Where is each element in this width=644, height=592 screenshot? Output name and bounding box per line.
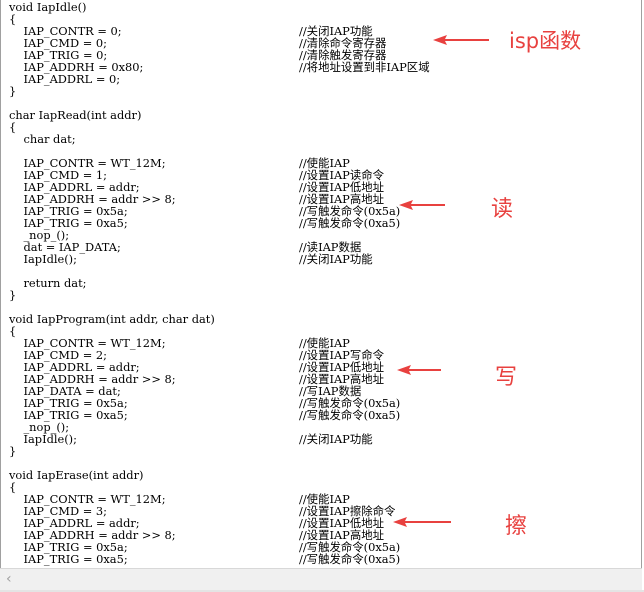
- code-statement: IAP_ADDRH = 0x80;: [9, 60, 144, 74]
- code-comment: //设置IAP高地址: [299, 192, 385, 206]
- code-statement: {: [9, 324, 17, 338]
- arrow-read-icon: [397, 199, 447, 211]
- code-statement: dat = IAP_DATA;: [9, 240, 121, 254]
- code-statement: }: [9, 288, 17, 302]
- arrow-idle-icon: [431, 34, 491, 46]
- code-statement: IAP_TRIG = 0x5a;: [9, 204, 128, 218]
- code-comment: //设置IAP低地址: [299, 180, 385, 194]
- code-statement: IAP_CMD = 2;: [9, 348, 107, 362]
- code-statement: }: [9, 444, 17, 458]
- code-comment: //设置IAP低地址: [299, 360, 385, 374]
- code-statement: IAP_TRIG = 0x5a;: [9, 396, 128, 410]
- code-comment: //清除触发寄存器: [299, 48, 387, 62]
- code-comment: //将地址设置到非IAP区域: [299, 60, 430, 74]
- arrow-write-icon: [395, 364, 443, 376]
- annotation-isp-functions: isp函数: [509, 29, 582, 53]
- code-comment: //设置IAP低地址: [299, 516, 385, 530]
- code-statement: char IapRead(int addr): [9, 108, 142, 122]
- code-statement: IAP_DATA = dat;: [9, 384, 121, 398]
- code-statement: IAP_ADDRL = addr;: [9, 180, 140, 194]
- code-statement: void IapProgram(int addr, char dat): [9, 312, 215, 326]
- code-statement: IAP_ADDRH = addr >> 8;: [9, 528, 176, 542]
- code-comment: //写触发命令(0xa5): [299, 408, 401, 422]
- scroll-left-arrow-icon[interactable]: ‹: [6, 571, 12, 587]
- code-statement: IAP_ADDRL = 0;: [9, 72, 121, 86]
- code-comment: //使能IAP: [299, 336, 350, 350]
- code-statement: _nop_();: [9, 228, 70, 242]
- code-comment: //设置IAP高地址: [299, 528, 385, 542]
- code-comment: //读IAP数据: [299, 240, 362, 254]
- code-statement: IAP_ADDRL = addr;: [9, 360, 140, 374]
- code-comment: //关闭IAP功能: [299, 432, 373, 446]
- code-statement: void IapIdle(): [9, 0, 87, 14]
- code-statement: char dat;: [9, 132, 76, 146]
- code-statement: IAP_CONTR = WT_12M;: [9, 156, 166, 170]
- code-comment: //设置IAP高地址: [299, 372, 385, 386]
- code-comment: //写触发命令(0x5a): [299, 204, 401, 218]
- code-statement: IAP_TRIG = 0xa5;: [9, 216, 128, 230]
- code-statement: IAP_ADDRH = addr >> 8;: [9, 372, 176, 386]
- code-comment: //写触发命令(0x5a): [299, 540, 401, 554]
- code-comment: //使能IAP: [299, 492, 350, 506]
- code-comment: //设置IAP读命令: [299, 168, 385, 182]
- code-comment: //写触发命令(0xa5): [299, 552, 401, 566]
- annotation-read: 读: [491, 197, 514, 222]
- code-statement: IAP_ADDRL = addr;: [9, 516, 140, 530]
- code-statement: _nop_();: [9, 420, 70, 434]
- code-statement: IAP_CONTR = WT_12M;: [9, 336, 166, 350]
- code-statement: IAP_CMD = 0;: [9, 36, 107, 50]
- window-bottom-edge: [0, 590, 644, 592]
- horizontal-scrollbar[interactable]: ‹: [0, 568, 642, 590]
- code-statement: }: [9, 84, 17, 98]
- code-statement: return dat;: [9, 276, 87, 290]
- code-statement: {: [9, 480, 17, 494]
- code-statement: IAP_TRIG = 0;: [9, 48, 108, 62]
- code-statement: IapIdle();: [9, 252, 77, 266]
- arrow-erase-icon: [391, 516, 453, 528]
- code-comment: //设置IAP写命令: [299, 348, 385, 362]
- code-comment: //关闭IAP功能: [299, 252, 373, 266]
- code-comment: //设置IAP擦除命令: [299, 504, 396, 518]
- code-comment: //写触发命令(0xa5): [299, 216, 401, 230]
- code-statement: {: [9, 120, 17, 134]
- code-comment: //写触发命令(0x5a): [299, 396, 401, 410]
- code-statement: IAP_TRIG = 0xa5;: [9, 408, 128, 422]
- code-comment: //清除命令寄存器: [299, 36, 387, 50]
- code-statement: IAP_ADDRH = addr >> 8;: [9, 192, 176, 206]
- code-statement: IAP_CONTR = WT_12M;: [9, 492, 166, 506]
- code-statement: IAP_CONTR = 0;: [9, 24, 122, 38]
- annotation-erase: 擦: [505, 514, 528, 539]
- code-statement: IAP_CMD = 3;: [9, 504, 107, 518]
- code-statement: void IapErase(int addr): [9, 468, 144, 482]
- code-statement: IAP_TRIG = 0xa5;: [9, 552, 128, 566]
- code-editor[interactable]: void IapIdle(){ IAP_CONTR = 0;//关闭IAP功能 …: [0, 0, 642, 568]
- code-statement: IAP_CMD = 1;: [9, 168, 107, 182]
- code-comment: //使能IAP: [299, 156, 350, 170]
- code-comment: //关闭IAP功能: [299, 24, 373, 38]
- annotation-write: 写: [495, 365, 518, 390]
- code-statement: IapIdle();: [9, 432, 77, 446]
- code-statement: {: [9, 12, 17, 26]
- code-comment: //写IAP数据: [299, 384, 362, 398]
- code-statement: IAP_TRIG = 0x5a;: [9, 540, 128, 554]
